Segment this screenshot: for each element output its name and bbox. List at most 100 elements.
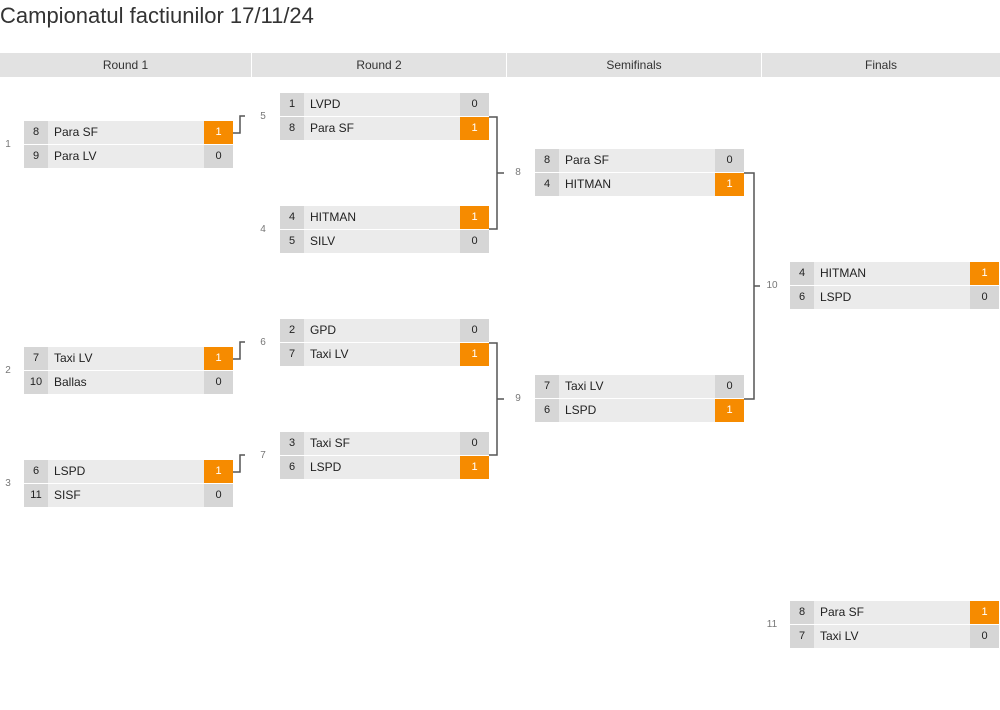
team-row[interactable]: 1 LVPD 0 xyxy=(280,93,489,116)
team-score: 0 xyxy=(460,93,489,116)
match-9: 7 Taxi LV 0 6 LSPD 1 xyxy=(535,375,744,423)
team-seed: 8 xyxy=(790,601,814,624)
team-name: Para SF xyxy=(565,153,610,167)
team-name: LSPD xyxy=(565,403,597,417)
team-name: Para SF xyxy=(54,125,99,139)
team-score: 0 xyxy=(204,484,233,507)
team-name: SILV xyxy=(310,234,336,248)
match-number: 9 xyxy=(515,393,521,404)
team-seed: 3 xyxy=(280,432,304,455)
team-row[interactable]: 4 HITMAN 1 xyxy=(280,206,489,229)
round-header-semifinals: Semifinals xyxy=(507,53,761,77)
team-row[interactable]: 8 Para SF 0 xyxy=(535,149,744,172)
team-name: LSPD xyxy=(310,460,342,474)
match-number: 3 xyxy=(5,478,11,489)
round-header-1: Round 1 xyxy=(0,53,251,77)
team-row[interactable]: 6 LSPD 1 xyxy=(535,399,744,422)
team-name: LSPD xyxy=(54,464,86,478)
team-seed: 11 xyxy=(24,484,48,507)
winner-score: 1 xyxy=(715,399,744,422)
team-row[interactable]: 3 Taxi SF 0 xyxy=(280,432,489,455)
team-score: 0 xyxy=(715,149,744,172)
team-seed: 4 xyxy=(535,173,559,196)
team-seed: 7 xyxy=(535,375,559,398)
team-seed: 7 xyxy=(280,343,304,366)
match-number: 2 xyxy=(5,365,11,376)
winner-score: 1 xyxy=(460,117,489,140)
team-name: LVPD xyxy=(310,97,341,111)
winner-score: 1 xyxy=(970,601,999,624)
team-row[interactable]: 5 SILV 0 xyxy=(280,230,489,253)
match-8: 8 Para SF 0 4 HITMAN 1 xyxy=(535,149,744,197)
match-number: 11 xyxy=(766,619,778,630)
team-seed: 8 xyxy=(280,117,304,140)
team-row[interactable]: 4 HITMAN 1 xyxy=(535,173,744,196)
team-seed: 8 xyxy=(24,121,48,144)
match-number: 1 xyxy=(5,139,11,150)
team-row[interactable]: 7 Taxi LV 0 xyxy=(535,375,744,398)
team-row[interactable]: 11 SISF 0 xyxy=(24,484,233,507)
team-seed: 8 xyxy=(535,149,559,172)
connector-qf6-qf7-to-sf9 xyxy=(489,342,504,456)
match-number: 8 xyxy=(515,167,521,178)
team-name: SISF xyxy=(54,488,81,502)
team-seed: 6 xyxy=(790,286,814,309)
team-name: Ballas xyxy=(54,375,87,389)
winner-score: 1 xyxy=(460,456,489,479)
team-score: 0 xyxy=(204,371,233,394)
winner-score: 1 xyxy=(715,173,744,196)
team-score: 0 xyxy=(715,375,744,398)
team-name: Taxi LV xyxy=(565,379,604,393)
team-seed: 6 xyxy=(535,399,559,422)
team-name: LSPD xyxy=(820,290,852,304)
team-row[interactable]: 6 LSPD 0 xyxy=(790,286,999,309)
winner-score: 1 xyxy=(204,347,233,370)
team-seed: 5 xyxy=(280,230,304,253)
team-seed: 6 xyxy=(24,460,48,483)
team-score: 0 xyxy=(460,319,489,342)
team-seed: 4 xyxy=(280,206,304,229)
match-number: 4 xyxy=(260,224,266,235)
team-score: 0 xyxy=(460,230,489,253)
team-name: Taxi LV xyxy=(54,351,93,365)
connector-sf-to-final xyxy=(744,172,760,400)
winner-score: 1 xyxy=(460,206,489,229)
team-seed: 4 xyxy=(790,262,814,285)
team-name: HITMAN xyxy=(310,210,356,224)
team-name: Taxi LV xyxy=(820,629,859,643)
team-score: 0 xyxy=(970,286,999,309)
team-name: HITMAN xyxy=(565,177,611,191)
winner-score: 1 xyxy=(204,460,233,483)
team-row[interactable]: 6 LSPD 1 xyxy=(24,460,233,483)
team-name: Taxi SF xyxy=(310,436,351,450)
connector-r1-to-qf7 xyxy=(233,454,245,473)
team-row[interactable]: 6 LSPD 1 xyxy=(280,456,489,479)
team-score: 0 xyxy=(970,625,999,648)
team-seed: 1 xyxy=(280,93,304,116)
match-number: 10 xyxy=(766,280,778,291)
connector-qf5-qf4-to-sf8 xyxy=(489,116,504,230)
team-score: 0 xyxy=(460,432,489,455)
page-title: Campionatul factiunilor 17/11/24 xyxy=(0,3,314,28)
connector-r1-to-qf6 xyxy=(233,341,245,360)
round-header-finals: Finals xyxy=(762,53,1000,77)
winner-score: 1 xyxy=(460,343,489,366)
team-seed: 6 xyxy=(280,456,304,479)
